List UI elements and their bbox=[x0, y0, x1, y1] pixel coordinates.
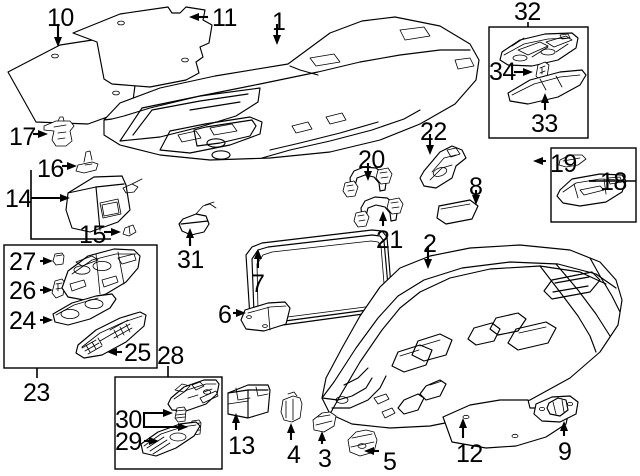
inset-frames bbox=[3, 26, 637, 470]
part-visor-support-bracket bbox=[43, 116, 75, 147]
callout-24: 24 bbox=[9, 307, 36, 335]
callout-19: 19 bbox=[550, 150, 577, 178]
callout-18: 18 bbox=[600, 168, 627, 196]
part-access-cover bbox=[436, 199, 479, 225]
part-assist-grip-front bbox=[342, 166, 393, 198]
leader-lines bbox=[30, 13, 636, 455]
callout-7: 7 bbox=[251, 270, 265, 298]
callout-21: 21 bbox=[376, 226, 403, 254]
inset-box-28 bbox=[114, 376, 223, 470]
callout-17: 17 bbox=[9, 123, 36, 151]
callout-9: 9 bbox=[558, 438, 572, 466]
callout-32: 32 bbox=[514, 0, 541, 26]
callout-1: 1 bbox=[272, 8, 286, 36]
callout-33: 33 bbox=[531, 110, 558, 138]
part-sun-visor bbox=[65, 175, 143, 233]
callout-10: 10 bbox=[47, 4, 74, 32]
callout-26: 26 bbox=[9, 277, 36, 305]
part-coat-hook bbox=[178, 201, 217, 236]
callout-14: 14 bbox=[5, 185, 32, 213]
callout-6: 6 bbox=[218, 301, 232, 329]
callout-23: 23 bbox=[23, 379, 50, 407]
part-visor-clip bbox=[122, 224, 137, 237]
part-insulator-pad-right bbox=[72, 6, 213, 88]
callout-28: 28 bbox=[157, 342, 184, 370]
callout-8: 8 bbox=[469, 173, 483, 201]
part-antenna-bracket bbox=[533, 395, 579, 423]
callout-31: 31 bbox=[177, 246, 204, 274]
callout-4: 4 bbox=[287, 441, 301, 469]
inset-32-contents bbox=[499, 32, 587, 105]
part-visor-hook bbox=[75, 150, 99, 174]
callout-22: 22 bbox=[420, 118, 447, 146]
callout-12: 12 bbox=[456, 440, 483, 468]
part-relay-module bbox=[227, 384, 271, 419]
callout-13: 13 bbox=[228, 432, 255, 460]
callout-16: 16 bbox=[37, 155, 64, 183]
callout-11: 11 bbox=[212, 4, 237, 32]
part-headliner-rear-section bbox=[321, 244, 623, 429]
callout-2: 2 bbox=[423, 230, 437, 258]
inset-box-18 bbox=[550, 147, 637, 223]
inset-18-contents bbox=[556, 154, 627, 207]
callout-29: 29 bbox=[115, 428, 142, 456]
part-wire-harness-clip bbox=[280, 391, 303, 423]
part-headliner-front-section bbox=[103, 16, 480, 161]
part-reinforcement-plate bbox=[240, 301, 291, 332]
callout-27: 27 bbox=[9, 248, 36, 276]
callout-20: 20 bbox=[358, 146, 385, 174]
inset-23-contents bbox=[51, 248, 147, 359]
callout-30: 30 bbox=[115, 406, 142, 434]
part-grip-mounting-bracket bbox=[419, 145, 467, 189]
part-assist-grip-rear bbox=[353, 196, 404, 228]
part-retainer-clip bbox=[312, 411, 337, 433]
callout-3: 3 bbox=[318, 445, 332, 473]
inset-box-23 bbox=[3, 244, 158, 369]
callout-34: 34 bbox=[489, 58, 516, 86]
callout-5: 5 bbox=[383, 448, 397, 476]
inset-box-32 bbox=[488, 26, 589, 139]
callout-15: 15 bbox=[79, 221, 106, 249]
callout-25: 25 bbox=[124, 339, 151, 367]
